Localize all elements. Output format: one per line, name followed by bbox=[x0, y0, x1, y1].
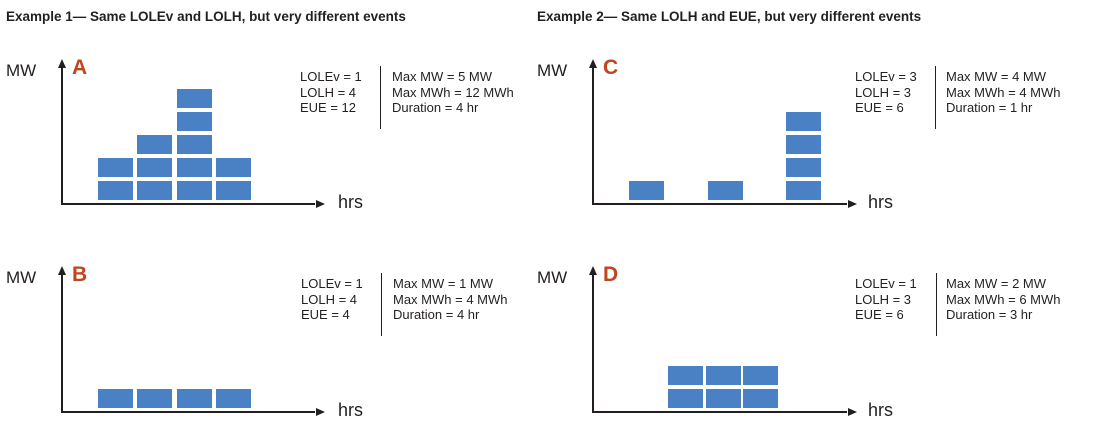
panel-label-c: C bbox=[603, 56, 619, 79]
event-block bbox=[786, 112, 822, 131]
event-block bbox=[743, 389, 778, 408]
metric-line: LOLH = 4 bbox=[301, 291, 358, 307]
stats-divider-a bbox=[380, 66, 381, 129]
event-block bbox=[98, 389, 133, 408]
stats-divider-d bbox=[936, 273, 937, 336]
x-axis-label-b: hrs bbox=[338, 400, 364, 420]
event-block bbox=[705, 366, 741, 385]
event-block bbox=[98, 181, 133, 200]
example-1-heading: Example 1— Same LOLEv and LOLH, but very… bbox=[6, 9, 406, 24]
detail-line: Max MW = 5 MW bbox=[392, 69, 493, 84]
x-axis-label-a: hrs bbox=[338, 192, 364, 212]
metric-line: LOLH = 4 bbox=[300, 84, 357, 100]
metric-line: LOLEv = 1 bbox=[301, 276, 363, 291]
metric-line: EUE = 4 bbox=[301, 307, 350, 322]
event-block bbox=[98, 158, 133, 177]
detail-line: Duration = 3 hr bbox=[946, 307, 1033, 322]
x-axis-arrow-a bbox=[316, 200, 325, 208]
event-block bbox=[705, 389, 741, 408]
panel-label-d: D bbox=[603, 263, 619, 286]
metric-line: LOLEv = 1 bbox=[855, 276, 917, 291]
x-axis-arrow-d bbox=[848, 408, 857, 416]
event-block bbox=[668, 366, 703, 385]
detail-line: Max MW = 1 MW bbox=[393, 276, 494, 291]
x-axis-arrow-b bbox=[316, 408, 325, 416]
event-block bbox=[176, 89, 212, 108]
x-axis-a bbox=[61, 203, 315, 205]
event-block bbox=[215, 158, 251, 177]
metric-line: LOLEv = 1 bbox=[300, 69, 362, 84]
detail-line: Duration = 4 hr bbox=[393, 307, 480, 322]
y-axis-label-c: MW bbox=[537, 61, 568, 80]
y-axis-arrow-a bbox=[58, 59, 66, 68]
event-block bbox=[137, 389, 173, 408]
event-block bbox=[668, 389, 703, 408]
detail-line: Max MWh = 6 MWh bbox=[946, 291, 1061, 307]
example-2-heading: Example 2— Same LOLH and EUE, but very d… bbox=[537, 9, 922, 24]
y-axis-label-a: MW bbox=[6, 61, 37, 80]
x-axis-label-d: hrs bbox=[868, 400, 894, 420]
y-axis-a bbox=[61, 67, 63, 205]
y-axis-c bbox=[592, 67, 594, 205]
event-block bbox=[786, 181, 822, 200]
event-block bbox=[137, 135, 173, 154]
metric-line: LOLH = 3 bbox=[855, 291, 912, 307]
detail-line: Max MWh = 4 MWh bbox=[946, 84, 1061, 100]
panel-label-b: B bbox=[72, 263, 88, 286]
event-block bbox=[215, 181, 251, 200]
event-block bbox=[707, 181, 743, 200]
detail-line: Max MW = 4 MW bbox=[946, 69, 1047, 84]
x-axis-d bbox=[592, 411, 847, 413]
detail-line: Duration = 4 hr bbox=[392, 100, 479, 115]
detail-line: Max MWh = 4 MWh bbox=[393, 291, 508, 307]
panel-label-a: A bbox=[72, 56, 88, 79]
detail-line: Max MWh = 12 MWh bbox=[392, 84, 514, 100]
event-block bbox=[176, 181, 212, 200]
y-axis-arrow-c bbox=[589, 59, 597, 68]
y-axis-b bbox=[61, 274, 63, 413]
event-block bbox=[176, 158, 212, 177]
y-axis-d bbox=[592, 274, 594, 413]
x-axis-c bbox=[592, 203, 847, 205]
detail-line: Duration = 1 hr bbox=[946, 100, 1033, 115]
y-axis-arrow-b bbox=[58, 266, 66, 275]
event-block bbox=[786, 135, 822, 154]
event-block bbox=[215, 389, 251, 408]
stats-divider-c bbox=[935, 66, 936, 129]
x-axis-b bbox=[61, 411, 315, 413]
event-block bbox=[176, 389, 212, 408]
x-axis-label-c: hrs bbox=[868, 192, 894, 212]
event-block bbox=[629, 181, 664, 200]
event-block bbox=[786, 158, 822, 177]
x-axis-arrow-c bbox=[848, 200, 857, 208]
event-block bbox=[176, 112, 212, 131]
event-block bbox=[137, 181, 173, 200]
metric-line: EUE = 6 bbox=[855, 100, 904, 115]
y-axis-label-b: MW bbox=[6, 268, 37, 287]
stats-divider-b bbox=[381, 273, 382, 336]
metric-line: LOLH = 3 bbox=[855, 84, 912, 100]
event-block bbox=[743, 366, 778, 385]
detail-line: Max MW = 2 MW bbox=[946, 276, 1047, 291]
y-axis-label-d: MW bbox=[537, 268, 568, 287]
metric-line: EUE = 12 bbox=[300, 100, 357, 115]
event-block bbox=[137, 158, 173, 177]
event-block bbox=[176, 135, 212, 154]
metric-line: LOLEv = 3 bbox=[855, 69, 917, 84]
y-axis-arrow-d bbox=[589, 266, 597, 275]
metric-line: EUE = 6 bbox=[855, 307, 904, 322]
